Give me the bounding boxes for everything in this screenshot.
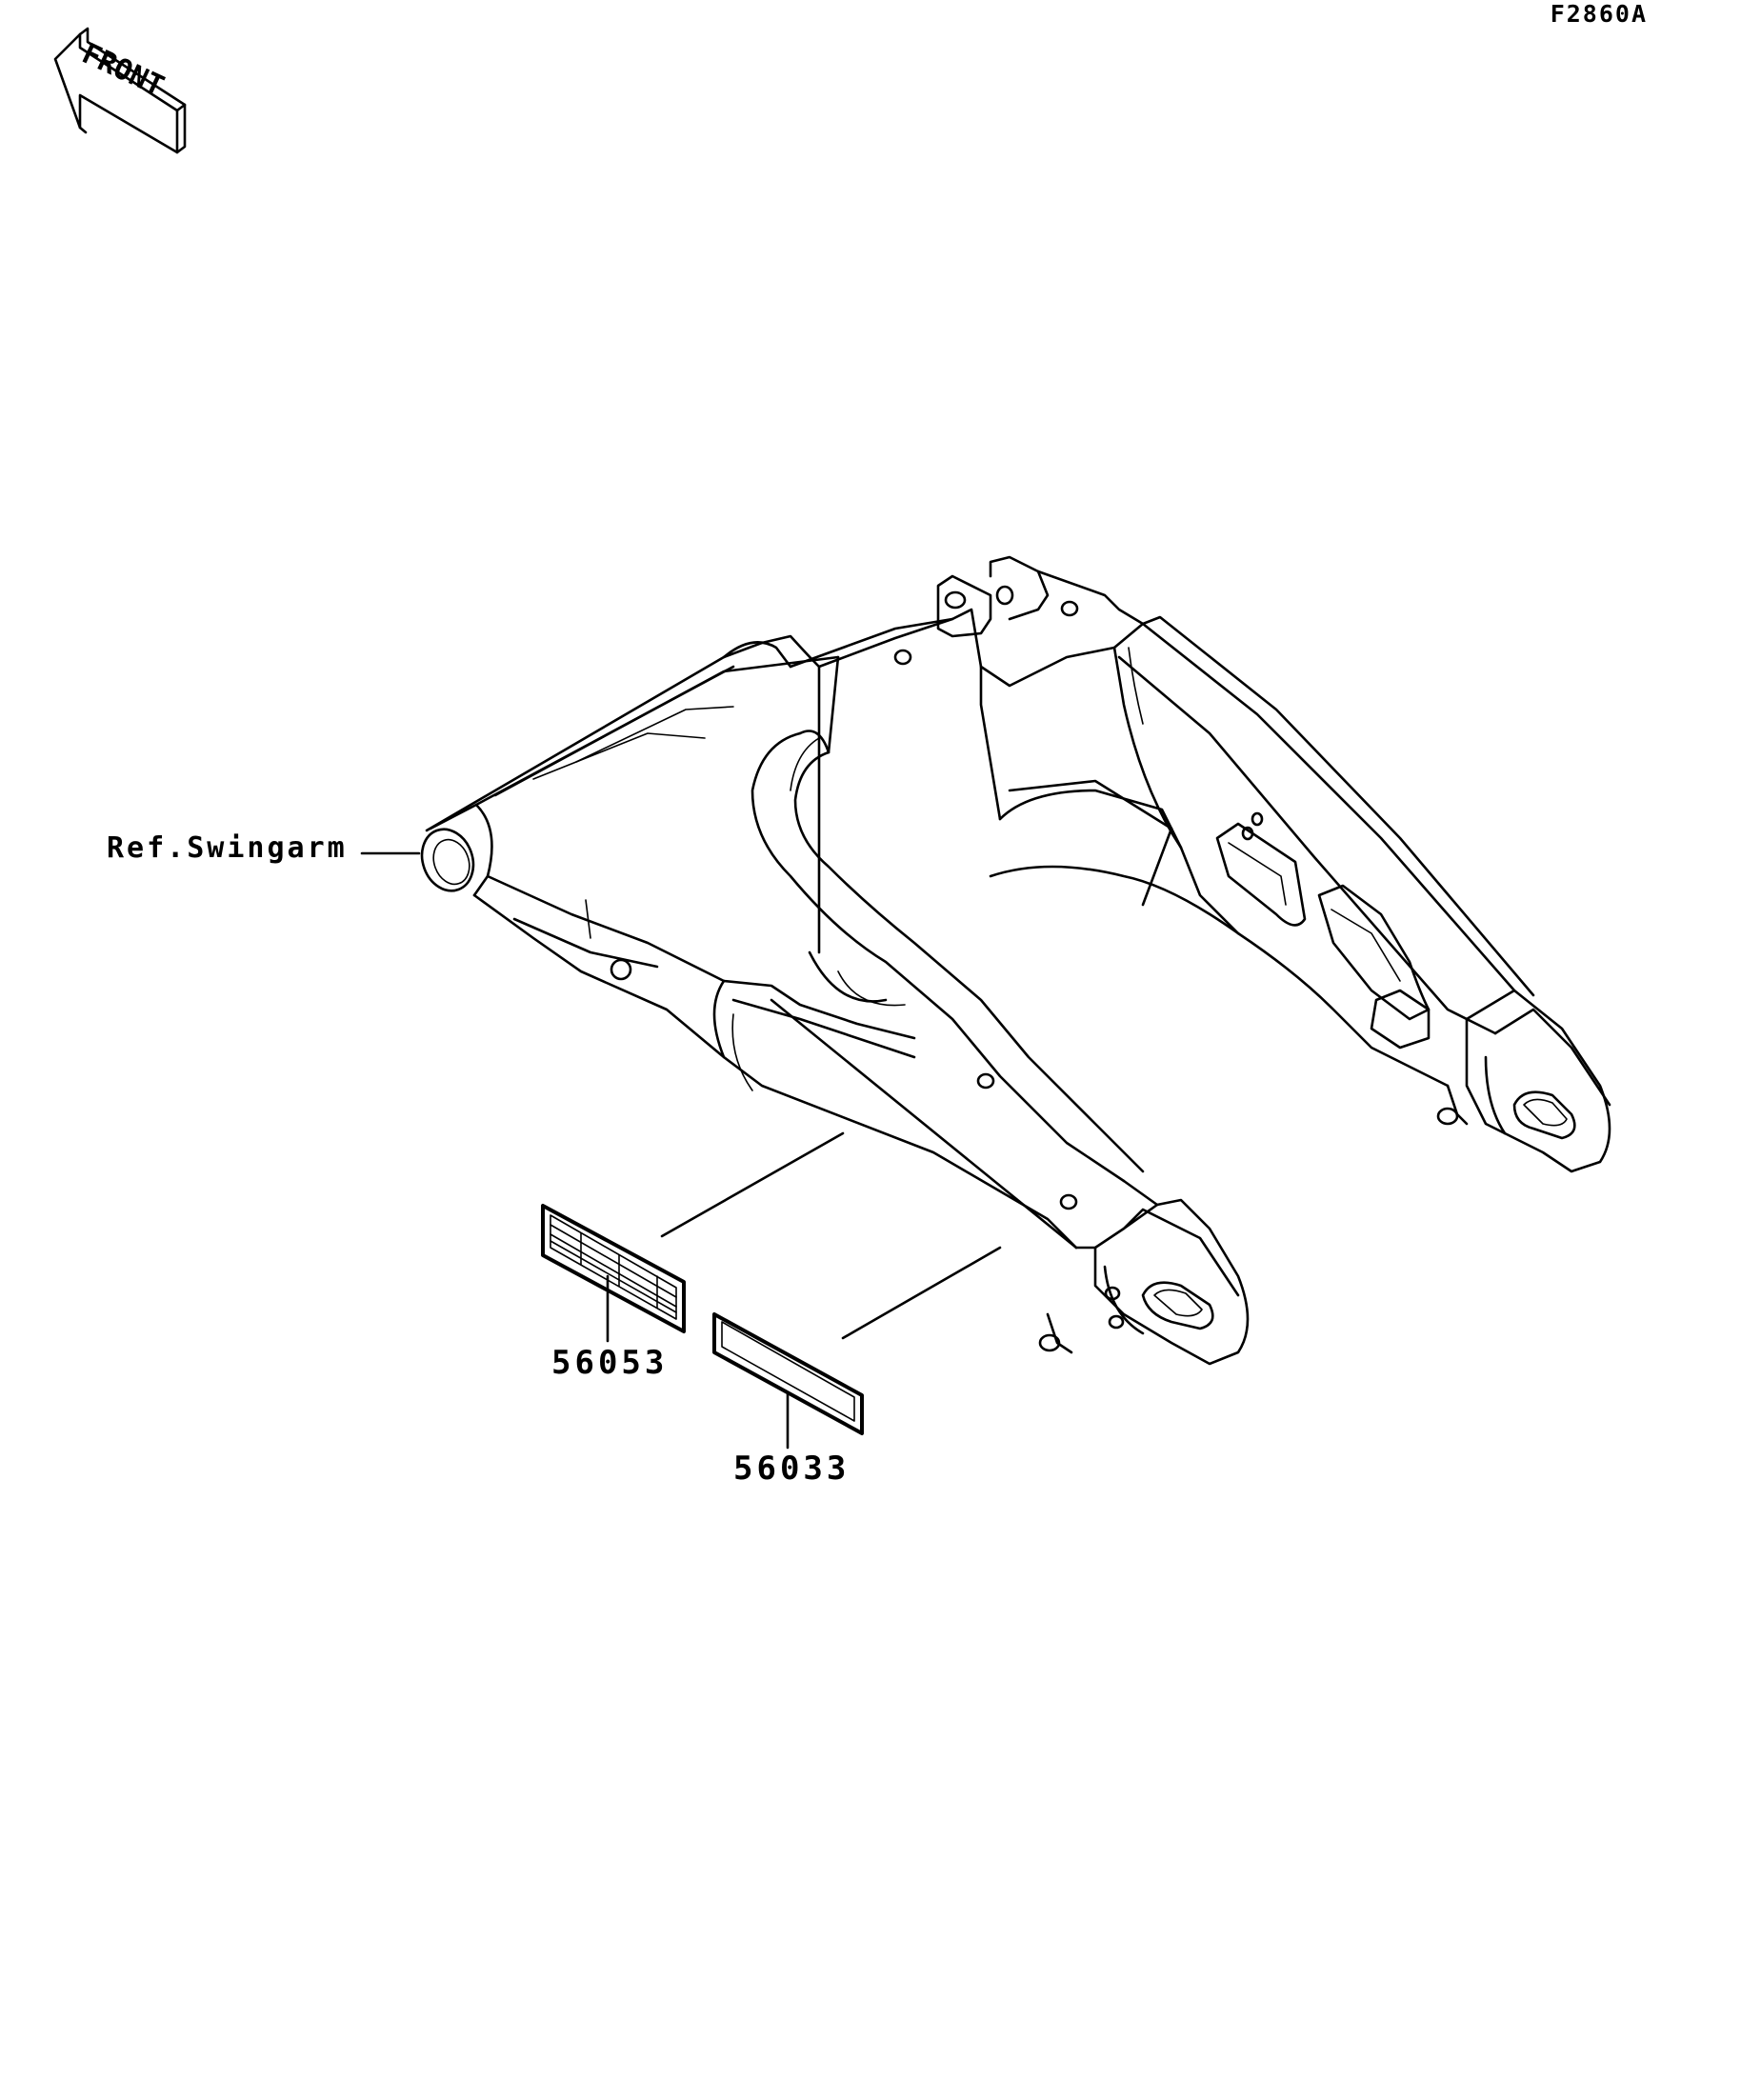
leader-line-56033 [841, 1246, 1002, 1340]
front-arrow-text: FRONT [77, 37, 170, 104]
decal-56053-icon [541, 1204, 686, 1343]
swingarm-illustration [420, 555, 1611, 1366]
leader-line-56053 [660, 1131, 845, 1238]
front-arrow-icon: FRONT [53, 27, 187, 154]
decal-56033-icon [712, 1312, 864, 1450]
figure-id: F2860A [1550, 0, 1648, 28]
part-number-56033: 56033 [733, 1450, 850, 1488]
pointer-line [770, 998, 1078, 1250]
ref-swingarm-label: Ref.Swingarm [107, 831, 348, 865]
part-number-56053: 56053 [551, 1344, 669, 1382]
